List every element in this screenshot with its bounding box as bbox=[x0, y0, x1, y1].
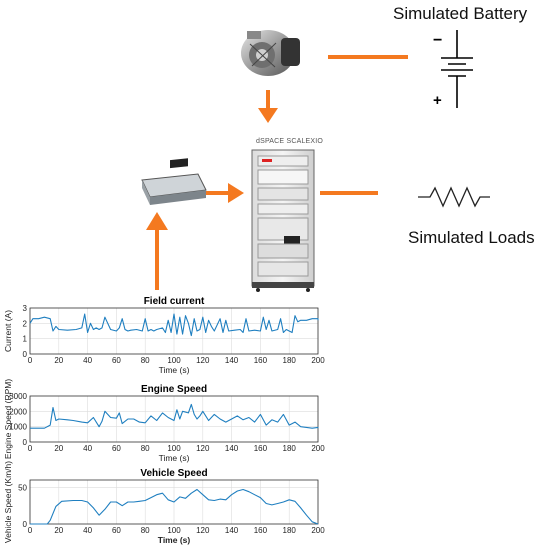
x-tick-label: 60 bbox=[112, 444, 121, 453]
x-tick-label: 60 bbox=[112, 526, 121, 535]
x-tick-label: 40 bbox=[83, 356, 92, 365]
x-tick-label: 140 bbox=[225, 526, 239, 535]
plot-title: Vehicle Speed bbox=[140, 468, 207, 479]
y-tick-label: 0 bbox=[23, 350, 28, 359]
x-tick-label: 120 bbox=[196, 526, 210, 535]
x-tick-label: 160 bbox=[254, 444, 268, 453]
x-tick-label: 180 bbox=[283, 356, 297, 365]
y-tick-label: 3 bbox=[23, 304, 28, 313]
x-tick-label: 20 bbox=[54, 526, 63, 535]
plot-frame bbox=[29, 395, 319, 443]
x-tick-label: 0 bbox=[28, 526, 33, 535]
x-tick-label: 140 bbox=[225, 356, 239, 365]
alternator-icon bbox=[241, 30, 300, 76]
x-tick-label: 200 bbox=[311, 444, 325, 453]
x-tick-label: 80 bbox=[141, 356, 150, 365]
x-tick-label: 200 bbox=[311, 526, 325, 535]
ecu-module-icon bbox=[141, 158, 207, 205]
x-tick-label: 60 bbox=[112, 356, 121, 365]
y-tick-label: 2 bbox=[23, 319, 28, 328]
battery-plus-sign: + bbox=[433, 92, 442, 109]
y-tick-label: 0 bbox=[23, 438, 28, 447]
x-tick-label: 200 bbox=[311, 356, 325, 365]
battery-symbol-icon bbox=[441, 30, 473, 108]
x-tick-label: 40 bbox=[83, 526, 92, 535]
connector-arrows bbox=[146, 55, 408, 290]
y-tick-label: 1 bbox=[23, 335, 28, 344]
x-tick-label: 140 bbox=[225, 444, 239, 453]
series-line bbox=[30, 403, 319, 429]
series-line bbox=[30, 488, 319, 525]
y-tick-label: 0 bbox=[23, 520, 28, 529]
plot-frame bbox=[29, 307, 319, 355]
x-tick-label: 180 bbox=[283, 526, 297, 535]
x-axis-label: Time (s) bbox=[159, 453, 190, 463]
x-tick-label: 80 bbox=[141, 444, 150, 453]
y-tick-label: 3000 bbox=[9, 392, 27, 401]
battery-minus-sign: − bbox=[433, 32, 442, 49]
x-tick-label: 160 bbox=[254, 356, 268, 365]
x-tick-label: 100 bbox=[167, 526, 181, 535]
x-tick-label: 0 bbox=[28, 356, 33, 365]
x-tick-label: 120 bbox=[196, 356, 210, 365]
x-tick-label: 100 bbox=[167, 444, 181, 453]
resistor-symbol-icon bbox=[418, 186, 490, 208]
alternator-to-rig-arrowhead bbox=[258, 108, 278, 123]
hil-rack-icon bbox=[251, 149, 315, 292]
x-tick-label: 180 bbox=[283, 444, 297, 453]
y-axis-label: Vehicle Speed (Km/h) bbox=[3, 461, 13, 543]
series-line bbox=[29, 313, 319, 337]
plot-title: Engine Speed bbox=[141, 384, 207, 395]
y-tick-label: 1000 bbox=[9, 423, 27, 432]
x-tick-label: 80 bbox=[141, 526, 150, 535]
ecu-to-rig-arrowhead bbox=[228, 183, 244, 203]
x-axis-label: Time (s) bbox=[158, 535, 191, 545]
x-tick-label: 100 bbox=[167, 356, 181, 365]
x-tick-label: 120 bbox=[196, 444, 210, 453]
system-diagram: − + bbox=[141, 30, 490, 292]
plots-to-ecu-arrowhead bbox=[146, 212, 168, 230]
rig-caption: dSPACE SCALEXIO bbox=[256, 138, 324, 145]
vehicle-speed-plot: Vehicle Speed 0 20 40 60 80 100 120 140 160 180 200… bbox=[3, 461, 325, 545]
x-axis-label: Time (s) bbox=[159, 365, 190, 375]
x-tick-label: 20 bbox=[54, 444, 63, 453]
x-tick-label: 40 bbox=[83, 444, 92, 453]
simulated-loads-label: Simulated Loads bbox=[408, 228, 535, 247]
y-tick-label: 2000 bbox=[9, 407, 27, 416]
x-tick-label: 20 bbox=[54, 356, 63, 365]
y-axis-label: Current (A) bbox=[3, 310, 13, 352]
plot-title: Field current bbox=[144, 296, 205, 307]
simulated-battery-label: Simulated Battery bbox=[393, 4, 528, 23]
y-axis-label: Engine Speed (RPM) bbox=[3, 379, 13, 459]
x-tick-label: 0 bbox=[28, 444, 33, 453]
plot-frame bbox=[29, 479, 319, 525]
x-tick-label: 160 bbox=[254, 526, 268, 535]
y-tick-label: 50 bbox=[18, 483, 27, 492]
